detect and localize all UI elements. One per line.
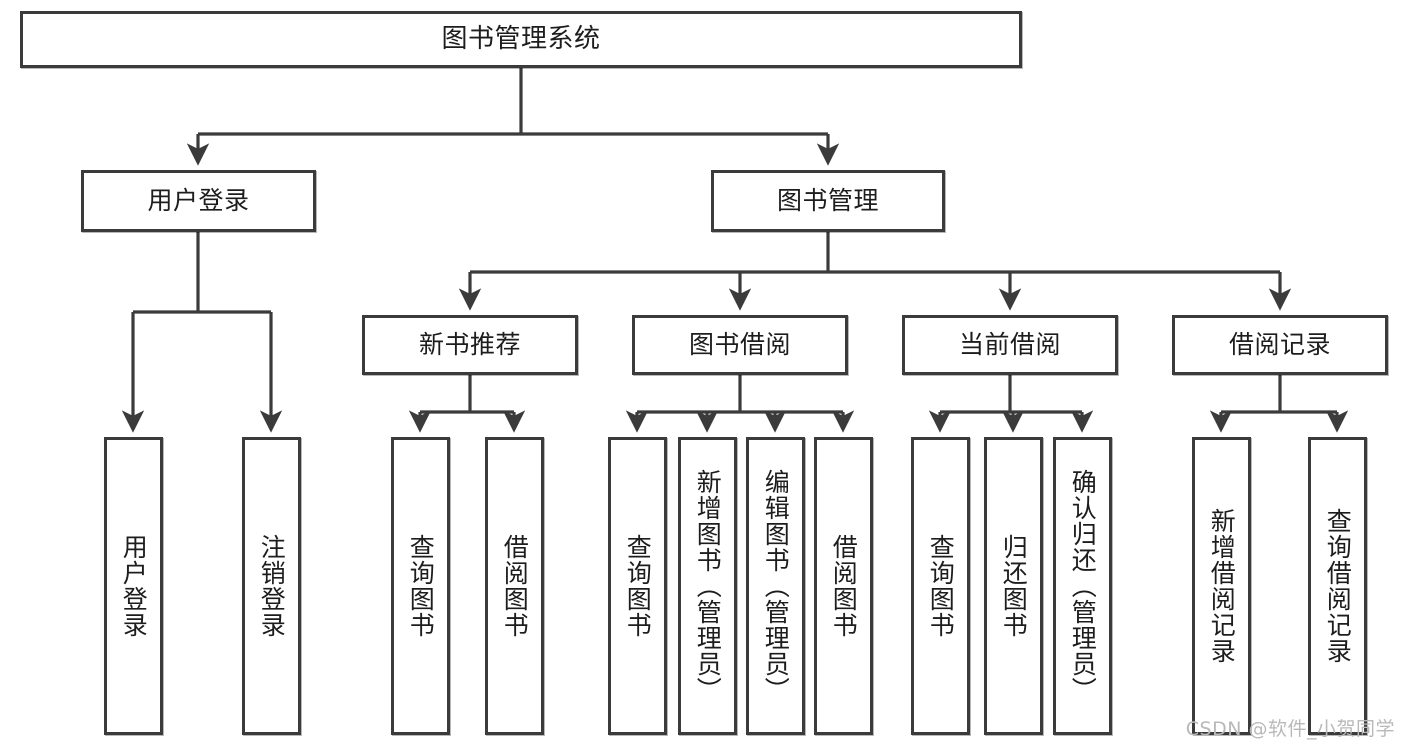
leaf-label: 查询图书 (623, 534, 653, 638)
node-user-login[interactable]: 用户登录 (81, 170, 316, 232)
node-root[interactable]: 图书管理系统 (20, 11, 1022, 68)
node-leaf-return-book[interactable]: 归还图书 (984, 437, 1043, 735)
node-leaf-query-book-3[interactable]: 查询图书 (911, 437, 970, 735)
leaf-label: 注销登录 (257, 534, 287, 638)
node-leaf-edit-book[interactable]: 编辑图书（管理员） (746, 437, 805, 735)
leaf-label: 借阅图书 (829, 534, 859, 638)
node-borrow-record[interactable]: 借阅记录 (1172, 315, 1388, 375)
node-current-borrow[interactable]: 当前借阅 (902, 315, 1118, 375)
leaf-label: 编辑图书（管理员） (761, 469, 791, 703)
node-leaf-user-login[interactable]: 用户登录 (104, 437, 163, 735)
node-book-manage[interactable]: 图书管理 (711, 170, 945, 232)
leaf-label: 新增借阅记录 (1207, 508, 1237, 664)
watermark: CSDN @软件_小贺同学 (1185, 718, 1395, 740)
node-leaf-query-book-1[interactable]: 查询图书 (391, 437, 450, 735)
node-leaf-add-record[interactable]: 新增借阅记录 (1192, 437, 1251, 735)
node-leaf-logout[interactable]: 注销登录 (242, 437, 301, 735)
leaf-label: 确认归还（管理员） (1068, 469, 1098, 703)
node-leaf-add-book[interactable]: 新增图书（管理员） (678, 437, 737, 735)
node-leaf-borrow-book-1[interactable]: 借阅图书 (485, 437, 544, 735)
leaf-label: 查询借阅记录 (1323, 508, 1353, 664)
node-leaf-confirm-return[interactable]: 确认归还（管理员） (1053, 437, 1112, 735)
node-leaf-query-book-2[interactable]: 查询图书 (608, 437, 667, 735)
leaf-label: 查询图书 (926, 534, 956, 638)
leaf-label: 用户登录 (119, 534, 149, 638)
leaf-label: 借阅图书 (500, 534, 530, 638)
leaf-label: 查询图书 (406, 534, 436, 638)
leaf-label: 归还图书 (999, 534, 1029, 638)
leaf-label: 新增图书（管理员） (693, 469, 723, 703)
node-leaf-borrow-book-2[interactable]: 借阅图书 (814, 437, 873, 735)
node-leaf-query-record[interactable]: 查询借阅记录 (1308, 437, 1367, 735)
node-book-borrow[interactable]: 图书借阅 (632, 315, 848, 375)
node-new-book-rec[interactable]: 新书推荐 (362, 315, 578, 375)
